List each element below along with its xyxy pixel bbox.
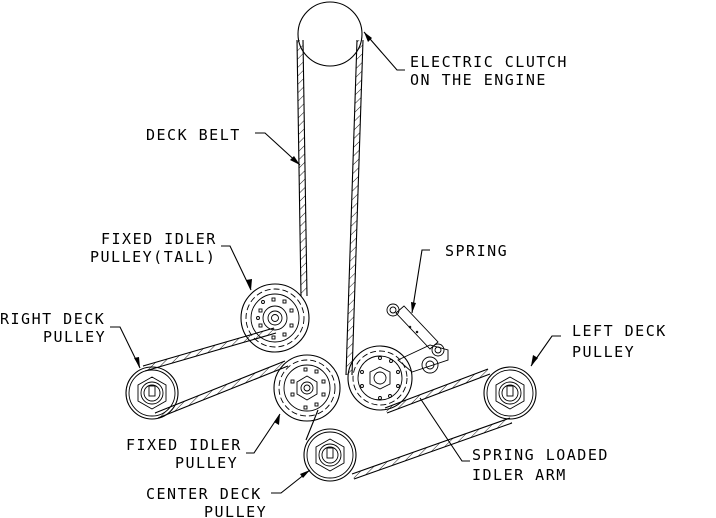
left-deck-pulley <box>484 367 536 419</box>
label-center-deck-pulley: CENTER DECK PULLEY <box>146 485 267 518</box>
spring-loaded-idler-pulley <box>348 346 412 410</box>
fixed-idler-pulley-tall <box>241 284 309 352</box>
label-left-deck-pulley: LEFT DECK PULLEY <box>572 322 667 361</box>
label-line: ON THE ENGINE <box>410 71 547 89</box>
label-line: PULLEY(TALL) <box>90 248 216 266</box>
label-line: SPRING LOADED <box>472 446 609 464</box>
label-line: ELECTRIC CLUTCH <box>410 53 568 71</box>
label-spring: SPRING <box>445 242 508 260</box>
label-deck-belt: DECK BELT <box>146 126 241 144</box>
label-line: FIXED IDLER <box>101 230 217 248</box>
label-line: CENTER DECK <box>146 485 262 503</box>
label-fixed-idler: FIXED IDLER PULLEY <box>126 436 242 472</box>
label-line: SPRING <box>445 242 508 260</box>
fixed-idler-pulley <box>274 355 340 421</box>
label-line: RIGHT DECK <box>0 310 105 328</box>
label-right-deck-pulley: RIGHT DECK PULLEY <box>0 310 106 346</box>
center-deck-pulley <box>304 429 356 481</box>
label-line: PULLEY <box>175 454 238 472</box>
label-spring-loaded-idler-arm: SPRING LOADED IDLER ARM <box>472 446 609 484</box>
label-line: PULLEY <box>204 503 267 518</box>
electric-clutch <box>298 2 362 66</box>
label-fixed-idler-tall: FIXED IDLER PULLEY(TALL) <box>90 230 217 266</box>
label-line: PULLEY <box>43 328 106 346</box>
label-line: IDLER ARM <box>472 466 567 484</box>
label-line: PULLEY <box>572 343 635 361</box>
label-line: FIXED IDLER <box>126 436 242 454</box>
right-deck-pulley <box>126 367 178 419</box>
label-electric-clutch: ELECTRIC CLUTCH ON THE ENGINE <box>410 53 568 89</box>
label-line: LEFT DECK <box>572 322 667 340</box>
label-line: DECK BELT <box>146 126 241 144</box>
